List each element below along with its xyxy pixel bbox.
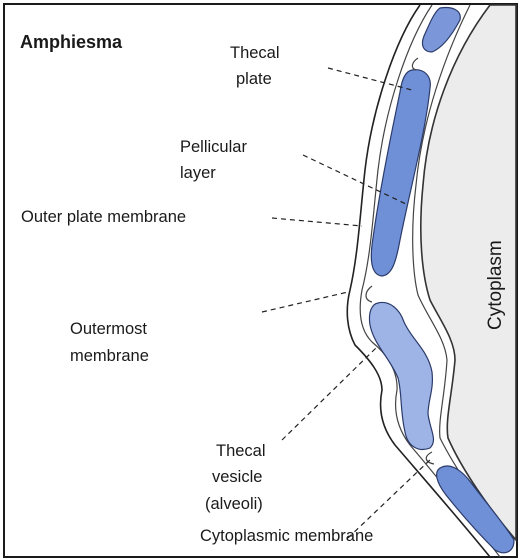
diagram-title: Amphiesma (20, 32, 123, 52)
label-pellicular-line1: Pellicular (180, 138, 247, 156)
label-outer-plate-membrane: Outer plate membrane (21, 208, 186, 226)
label-outermost-line2: membrane (70, 347, 149, 365)
label-thecal-vesicle-line2: vesicle (212, 468, 262, 486)
label-pellicular-line2: layer (180, 164, 216, 182)
label-cytoplasm: Cytoplasm (485, 240, 506, 330)
label-cytoplasmic-membrane: Cytoplasmic membrane (200, 527, 373, 545)
label-outermost-line1: Outermost (70, 320, 147, 338)
label-thecal-vesicle-line1: Thecal (216, 442, 266, 460)
label-thecal-plate-line1: Thecal (230, 44, 280, 62)
label-thecal-vesicle-line3: (alveoli) (205, 495, 263, 513)
label-thecal-plate-line2: plate (236, 70, 272, 88)
